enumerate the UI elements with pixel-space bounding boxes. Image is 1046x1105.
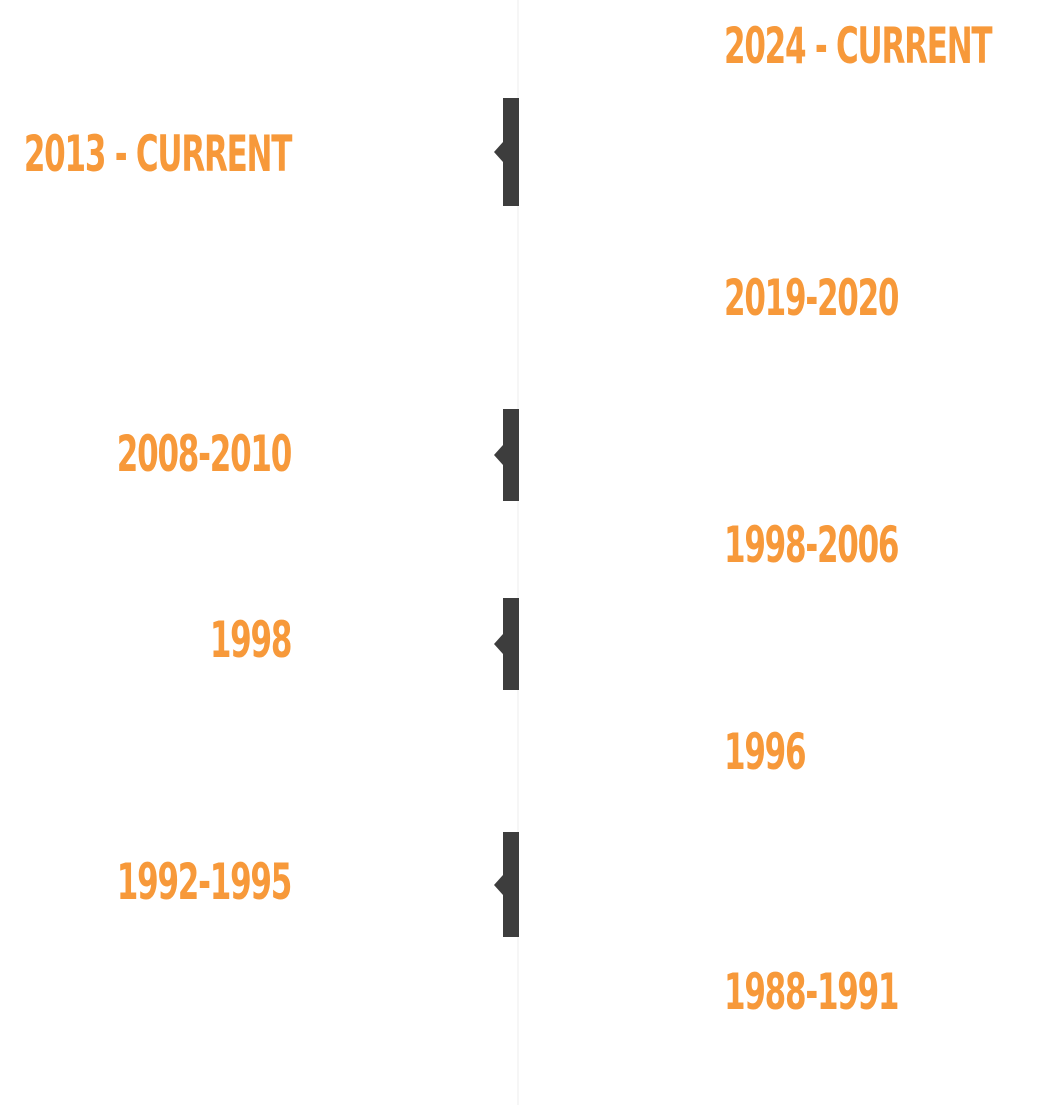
- timeline-entry-left-4: 1992-1995: [116, 853, 293, 911]
- timeline-entry-right-2: 2019-2020: [724, 269, 900, 327]
- timeline-entry-right-1: 2024 - CURRENT: [724, 17, 993, 75]
- timeline-entry-right-3: 1998-2006: [724, 516, 900, 574]
- timeline-entry-right-5: 1988-1991: [724, 963, 900, 1021]
- timeline-entry-left-2: 2008-2010: [116, 425, 293, 483]
- timeline-marker-4: [494, 832, 519, 937]
- timeline-marker-3: [494, 598, 519, 690]
- timeline-entry-left-1: 2013 - CURRENT: [23, 125, 293, 183]
- timeline-marker-1: [494, 98, 519, 206]
- timeline-entry-right-4: 1996: [724, 723, 807, 781]
- timeline-entry-left-3: 1998: [209, 611, 293, 669]
- timeline-marker-2: [494, 409, 519, 501]
- timeline-center-line: [517, 0, 519, 1105]
